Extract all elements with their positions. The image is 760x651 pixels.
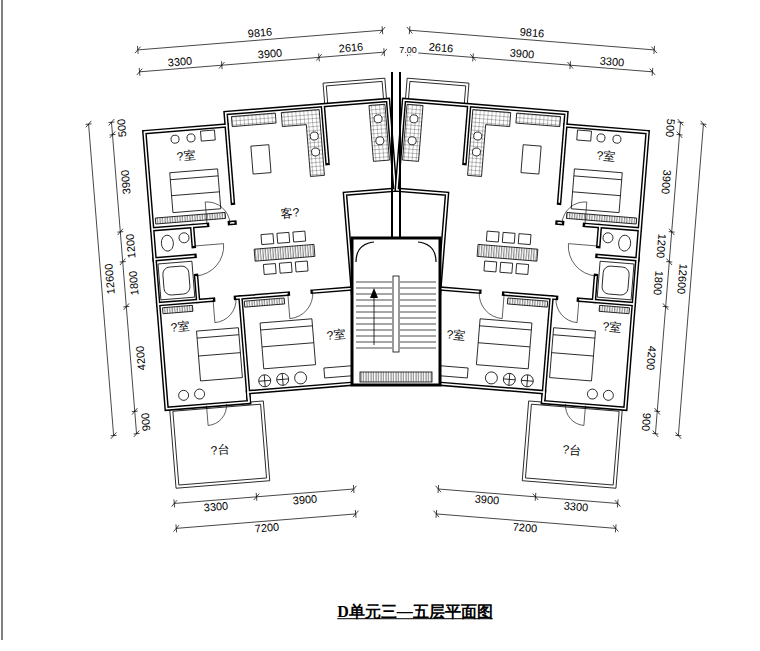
room-label: ?室 bbox=[445, 328, 467, 342]
dimension-label: 1200 bbox=[654, 232, 667, 259]
dimension-label: 7200 bbox=[512, 522, 539, 535]
dimension-label: 3900 bbox=[659, 169, 672, 196]
dimension-label: 900 bbox=[640, 411, 653, 432]
dimension-label: 1800 bbox=[128, 270, 141, 297]
dimension-label: 7200 bbox=[253, 522, 280, 535]
dimension-label: 2616 bbox=[427, 41, 454, 54]
dimension-label: 1800 bbox=[651, 270, 664, 297]
dimension-label: 3900 bbox=[120, 169, 133, 196]
dimension-label: 9816 bbox=[246, 27, 273, 40]
page-border bbox=[2, 0, 3, 640]
stair-core bbox=[352, 72, 440, 385]
drawing-title: D单元三—五层平面图 bbox=[337, 603, 493, 621]
dimension-label: 3900 bbox=[509, 48, 536, 61]
dimension-label: 500 bbox=[116, 117, 129, 138]
room-label: ?台 bbox=[561, 443, 583, 457]
dimension-label: 12600 bbox=[675, 262, 689, 295]
dimension-label: 3300 bbox=[202, 501, 229, 514]
dimension-label: 500 bbox=[664, 117, 677, 138]
dimension-label: 3300 bbox=[563, 501, 590, 514]
dimension-label: 3900 bbox=[292, 493, 319, 506]
dimension-label: 4200 bbox=[645, 345, 658, 372]
room-label: ?室 bbox=[601, 321, 623, 335]
dimension-label: 900 bbox=[139, 411, 152, 432]
room-label: 客? bbox=[280, 206, 302, 220]
room-label: ?台 bbox=[209, 443, 231, 457]
dimension-label: 12600 bbox=[103, 262, 117, 295]
dimension-label: 9816 bbox=[519, 27, 546, 40]
room-label: ?室 bbox=[169, 321, 191, 335]
room-label: ?室 bbox=[595, 150, 617, 164]
dimension-label: 3900 bbox=[256, 48, 283, 61]
dimension-label: 3900 bbox=[473, 493, 500, 506]
room-label: ?室 bbox=[176, 150, 198, 164]
dimension-label: 1200 bbox=[125, 232, 138, 259]
dimension-label: 4200 bbox=[134, 345, 147, 372]
dimension-label: 3300 bbox=[166, 55, 193, 68]
dimension-label: 2616 bbox=[337, 41, 364, 54]
dimension-label: 3300 bbox=[599, 55, 626, 68]
room-label: ?室 bbox=[325, 328, 347, 342]
dimension-label: 7.00 bbox=[398, 46, 418, 55]
